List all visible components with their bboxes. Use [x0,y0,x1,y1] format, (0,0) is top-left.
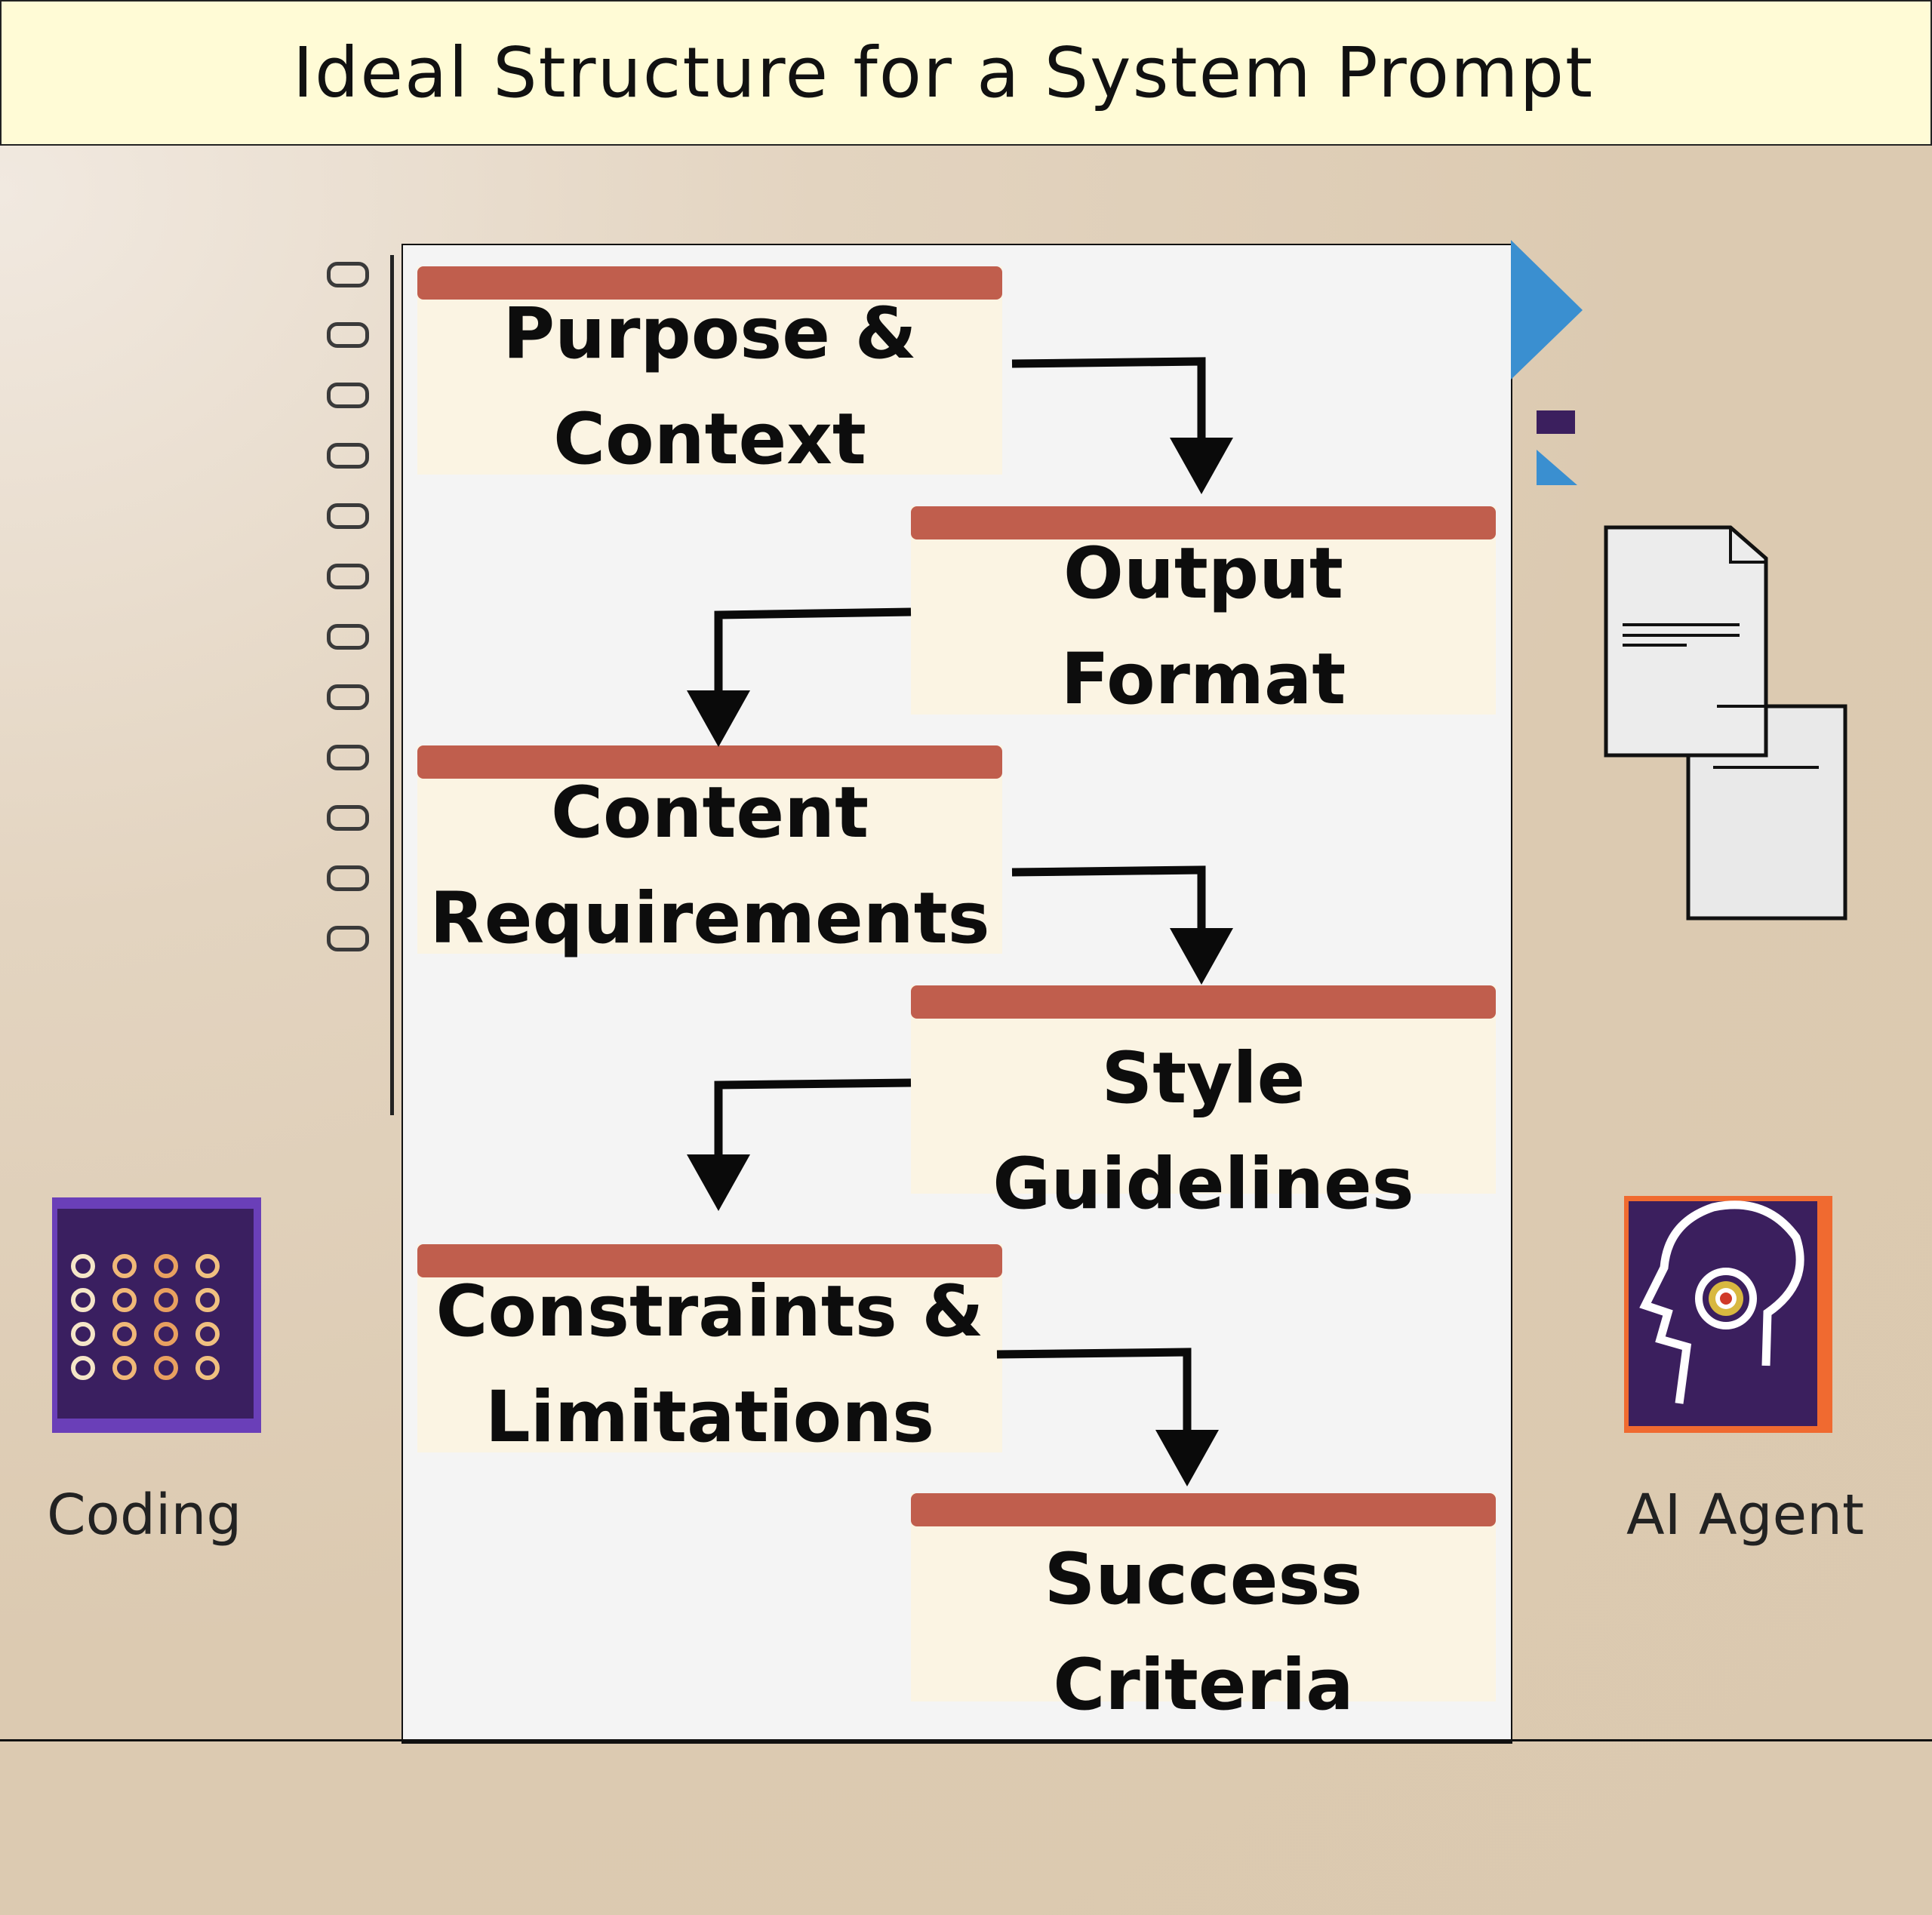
flow-arrow [1011,865,1206,943]
binder-ring [327,624,369,650]
binder-ring [327,745,369,770]
dot-icon [71,1322,95,1346]
step-header-bar [911,985,1496,1019]
binder-ring [327,443,369,469]
step-header-bar [417,1244,1002,1277]
step-label: Requirements [429,878,990,960]
step-success-criteria: Success Criteria [911,1493,1496,1726]
step-constraints-limitations: Constraints & Limitations [417,1244,1002,1459]
step-label: Style Guidelines [992,1037,1414,1225]
page-title: Ideal Structure for a System Prompt [292,32,1595,113]
binder-ring [327,564,369,589]
baseline-divider [0,1739,1932,1741]
dot-icon [71,1254,95,1278]
step-label: Success Criteria [1044,1538,1363,1726]
dot-icon [154,1288,178,1312]
documents-icon [1604,525,1847,921]
dot-icon [112,1288,137,1312]
step-purpose-context: Purpose & Context [417,266,1002,481]
dot-icon [112,1322,137,1346]
step-style-guidelines: Style Guidelines [911,985,1496,1225]
dot-icon [71,1356,95,1380]
step-header-bar [911,1493,1496,1526]
dot-icon [71,1288,95,1312]
flow-arrow [996,1348,1192,1445]
purple-square-icon [1537,410,1575,434]
arrowhead-icon [1155,1430,1219,1486]
dot-icon [112,1254,137,1278]
step-label: Context [553,398,866,481]
arrowhead-icon [687,690,750,747]
binder-ring [327,322,369,348]
binder-ring [327,865,369,891]
step-header-bar [911,506,1496,539]
small-blue-triangle-icon [1537,450,1577,485]
dot-icon [112,1356,137,1380]
ai-agent-icon [1624,1196,1832,1433]
arrowhead-icon [1170,438,1233,494]
flow-arrow [714,1078,912,1170]
binder-ring [327,805,369,831]
arrowhead-icon [687,1154,750,1211]
step-label: Purpose & [503,293,917,375]
dot-icon [154,1254,178,1278]
flow-arrow [714,607,912,705]
dot-icon [195,1254,220,1278]
dot-icon [195,1356,220,1380]
dot-icon [195,1322,220,1346]
binder-ring [327,503,369,529]
ai-agent-label: AI Agent [1626,1483,1865,1548]
dot-icon [154,1356,178,1380]
binder-ring [327,684,369,710]
title-bar: Ideal Structure for a System Prompt [0,0,1932,146]
binder-ring [327,383,369,408]
arrowhead-icon [1170,928,1233,985]
step-output-format: Output Format [911,506,1496,721]
dot-icon [154,1322,178,1346]
dot-icon [195,1288,220,1312]
binder-ring [327,926,369,951]
coding-label: Coding [47,1483,242,1548]
step-label: Limitations [485,1376,935,1459]
flow-arrow [1011,357,1206,453]
binder-ring [327,262,369,287]
notebook-spine [390,255,394,1115]
step-label: Content [550,772,869,854]
step-header-bar [417,745,1002,779]
blue-triangle-icon [1511,240,1583,380]
step-label: Output Format [1060,533,1346,721]
coding-icon [52,1197,261,1433]
step-header-bar [417,266,1002,300]
step-label: Constraints & [435,1271,984,1353]
